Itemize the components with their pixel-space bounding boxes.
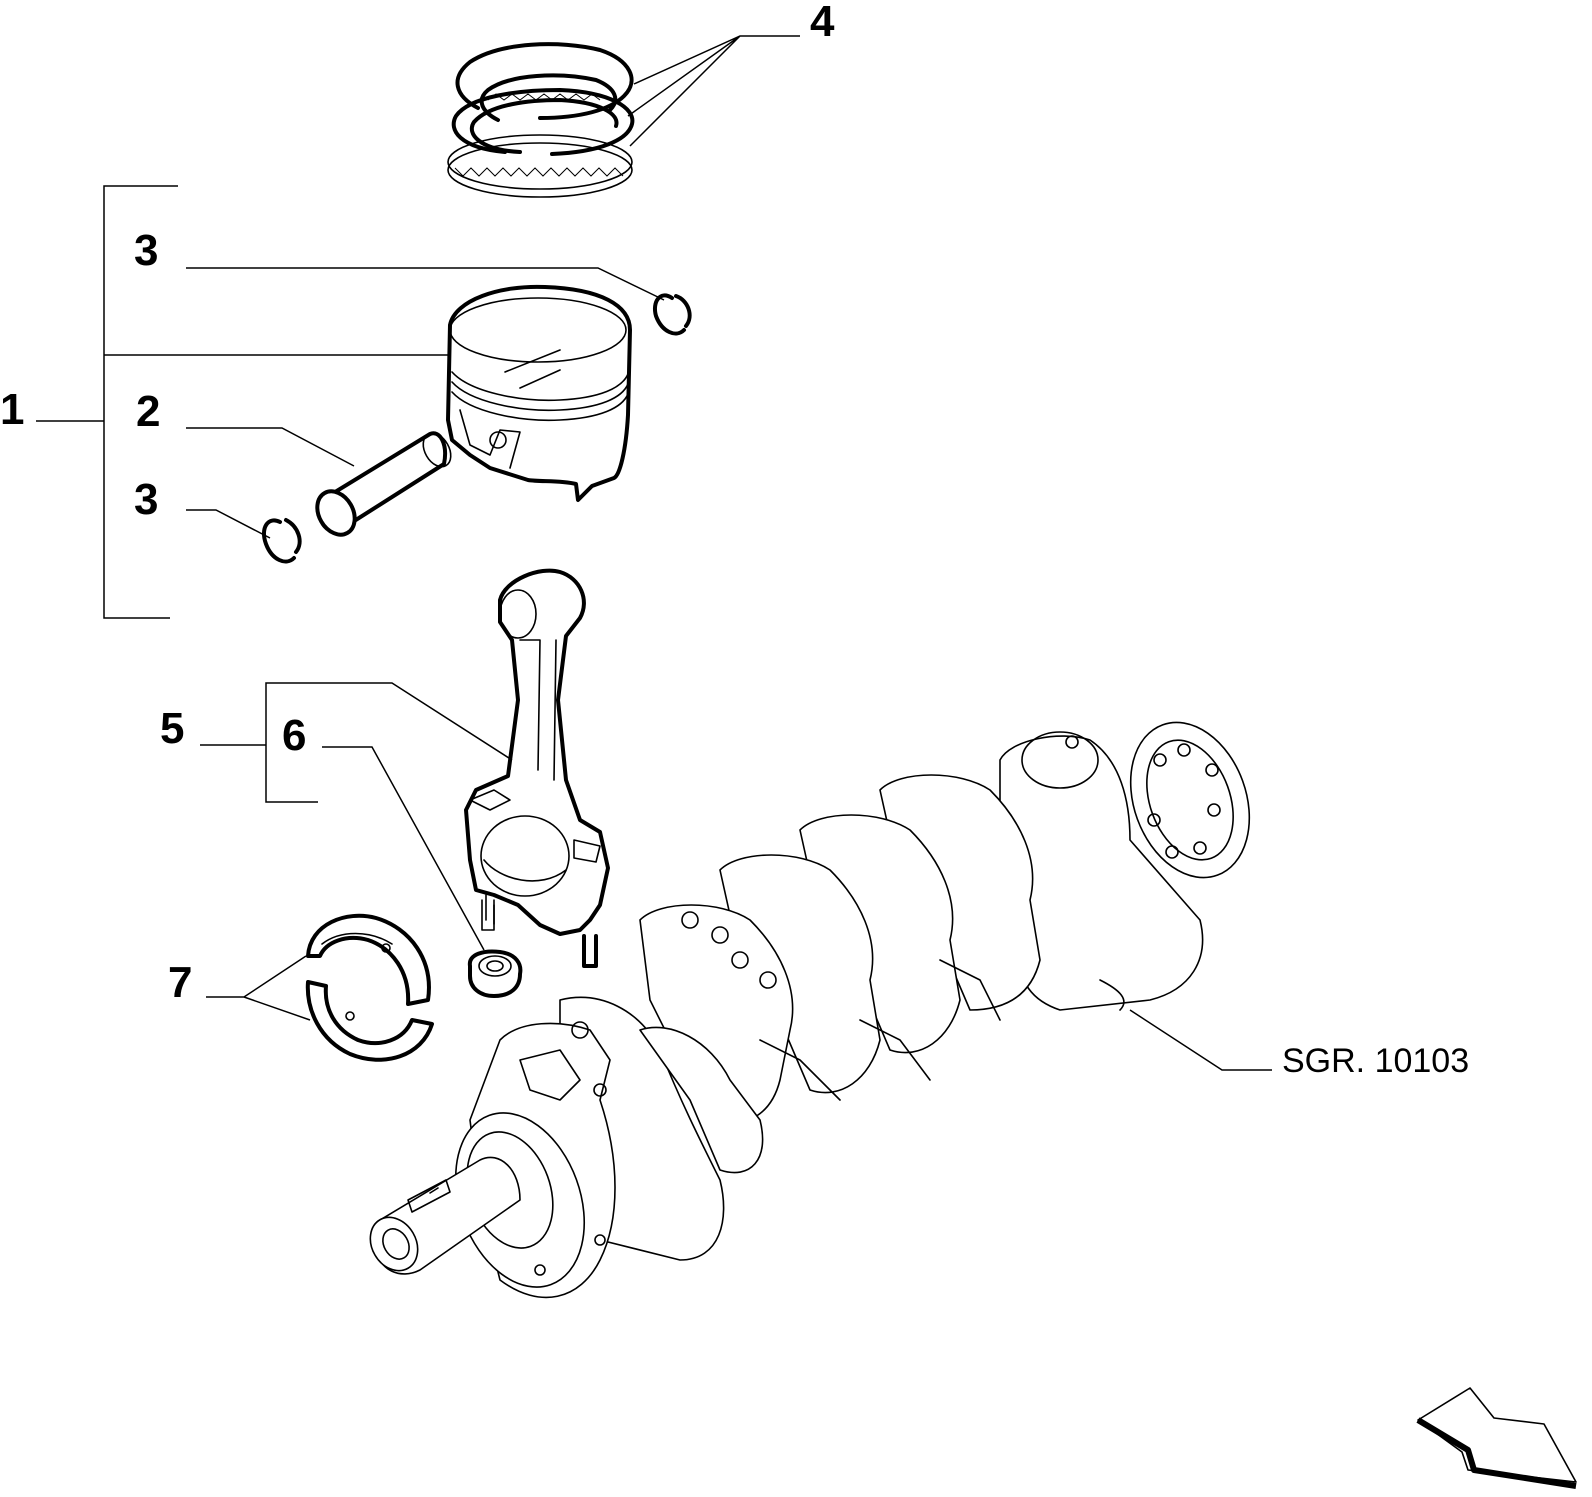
callout-2: 2 — [136, 387, 160, 436]
circlip-lower — [261, 518, 302, 564]
callout-3-upper: 3 — [134, 226, 158, 275]
callout-1: 1 — [0, 385, 24, 434]
leader-lines — [36, 35, 1272, 1071]
piston-rings — [447, 42, 635, 198]
nut — [467, 949, 523, 998]
piston-pin — [315, 431, 452, 537]
callout-6: 6 — [282, 711, 306, 760]
bearing-shells — [305, 913, 434, 1062]
bracket-1 — [103, 185, 178, 619]
connecting-rod — [464, 568, 610, 968]
arrow-down-right-icon — [1416, 1387, 1577, 1489]
callout-7: 7 — [168, 958, 192, 1007]
callout-5: 5 — [160, 704, 184, 753]
callout-3-lower: 3 — [134, 475, 158, 524]
piston — [446, 284, 632, 502]
callout-4: 4 — [810, 0, 835, 46]
crankshaft — [369, 721, 1251, 1299]
reference-label: SGR. 10103 — [1282, 1042, 1469, 1080]
circlip-upper — [653, 293, 692, 336]
